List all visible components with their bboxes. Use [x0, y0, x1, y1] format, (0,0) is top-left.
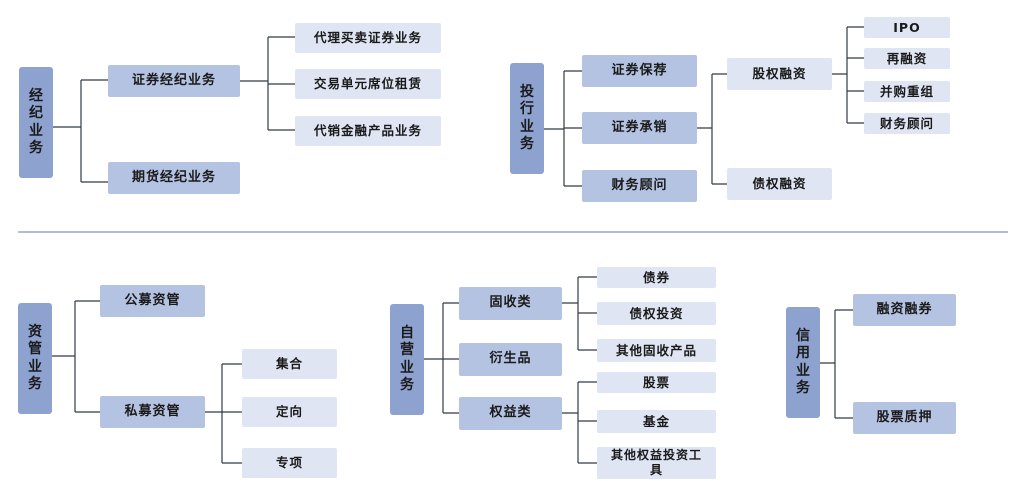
stock-pledge-node: 股票质押 [853, 402, 956, 434]
brokerage-root: 经纪业务 [19, 67, 53, 178]
credit-root: 信用业务 [786, 307, 820, 418]
proprietary-root: 自营业务 [390, 304, 424, 415]
investment-banking-root: 投行业务 [510, 63, 544, 174]
fixed-income-item-0: 债券 [597, 267, 716, 288]
private-item-0: 集合 [242, 349, 337, 379]
equity-item-1: 再融资 [864, 48, 950, 69]
equity-item-stock: 股票 [597, 372, 716, 393]
equity-financing-node: 股权融资 [727, 58, 832, 90]
equity-item-fund: 基金 [597, 410, 716, 433]
private-item-2: 专项 [242, 448, 337, 478]
equity-node: 权益类 [459, 397, 562, 430]
derivatives-node: 衍生品 [459, 343, 562, 376]
underwriting-node: 证券承销 [582, 112, 697, 144]
fixed-income-item-2: 其他固收产品 [597, 339, 716, 362]
proprietary-root-label: 自营业务 [400, 324, 415, 394]
debt-financing-node: 债权融资 [727, 168, 832, 200]
securities-brokerage-node: 证券经纪业务 [108, 65, 240, 97]
brokerage-item-2: 代销金融产品业务 [295, 116, 441, 146]
asset-management-root: 资管业务 [18, 303, 52, 414]
equity-item-2: 并购重组 [864, 81, 950, 102]
brokerage-item-1: 交易单元席位租赁 [295, 69, 441, 99]
futures-brokerage-node: 期货经纪业务 [108, 162, 240, 194]
investment-banking-root-label: 投行业务 [520, 83, 535, 153]
fixed-income-node: 固收类 [459, 287, 562, 320]
asset-management-root-label: 资管业务 [28, 323, 43, 393]
equity-item-3: 财务顾问 [864, 113, 950, 134]
private-asset-management-node: 私募资管 [100, 396, 205, 428]
brokerage-item-0: 代理买卖证券业务 [295, 23, 441, 53]
fixed-income-item-1: 债权投资 [597, 302, 716, 325]
margin-trading-node: 融资融券 [853, 294, 956, 326]
brokerage-root-label: 经纪业务 [29, 87, 44, 157]
advisory-node: 财务顾问 [582, 170, 697, 202]
private-item-1: 定向 [242, 397, 337, 427]
public-asset-management-node: 公募资管 [100, 285, 205, 317]
equity-item-other: 其他权益投资工具 [597, 447, 716, 479]
equity-item-0: IPO [864, 17, 950, 38]
credit-root-label: 信用业务 [796, 327, 811, 397]
sponsorship-node: 证券保荐 [582, 55, 697, 87]
